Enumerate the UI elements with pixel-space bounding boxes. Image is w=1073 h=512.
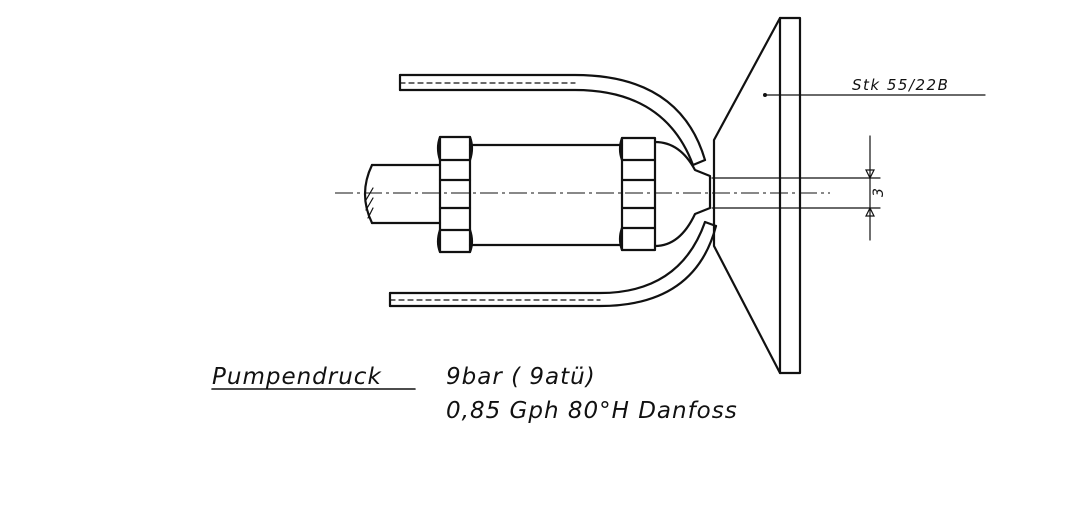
nozzle-shaft [363, 163, 442, 225]
lower-electrode-tube [388, 220, 718, 308]
upper-electrode-tube [398, 73, 707, 167]
part-ref-leader [763, 93, 986, 97]
nozzle-spec: 0,85 Gph 80°H Danfoss [446, 398, 738, 424]
baffle-plate [712, 16, 802, 375]
spray-dimension-lines [711, 135, 881, 241]
part-ref-label: Stk 55/22B [852, 76, 949, 94]
left-hex-nut [436, 135, 474, 254]
dimension-label: 3 [871, 188, 887, 197]
pump-pressure-value: 9bar ( 9atü) [446, 364, 596, 390]
nozzle-tip [653, 140, 712, 248]
nozzle-body [468, 143, 624, 247]
pump-pressure-label: Pumpendruck [212, 364, 382, 390]
right-hex-nut [618, 136, 657, 252]
